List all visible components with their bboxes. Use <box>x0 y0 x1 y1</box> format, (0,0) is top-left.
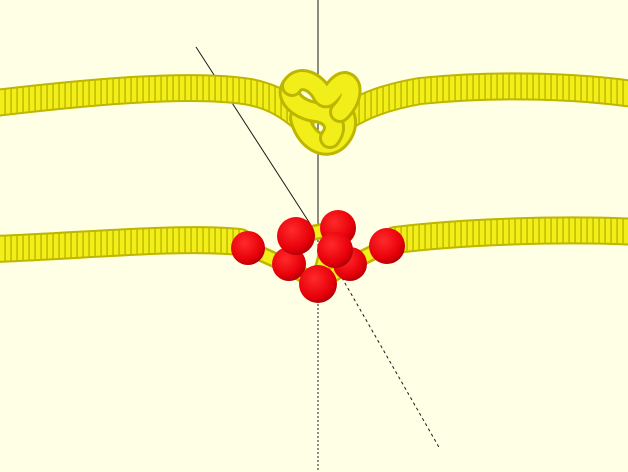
control-point <box>231 231 265 265</box>
control-point <box>272 247 306 281</box>
control-point <box>277 217 315 255</box>
control-point <box>299 265 337 303</box>
control-points <box>231 210 405 303</box>
x-axis-negative <box>317 235 441 450</box>
control-point-knot <box>0 210 628 303</box>
rendered-knot <box>0 69 628 156</box>
control-point <box>369 228 405 264</box>
control-point <box>317 232 353 268</box>
